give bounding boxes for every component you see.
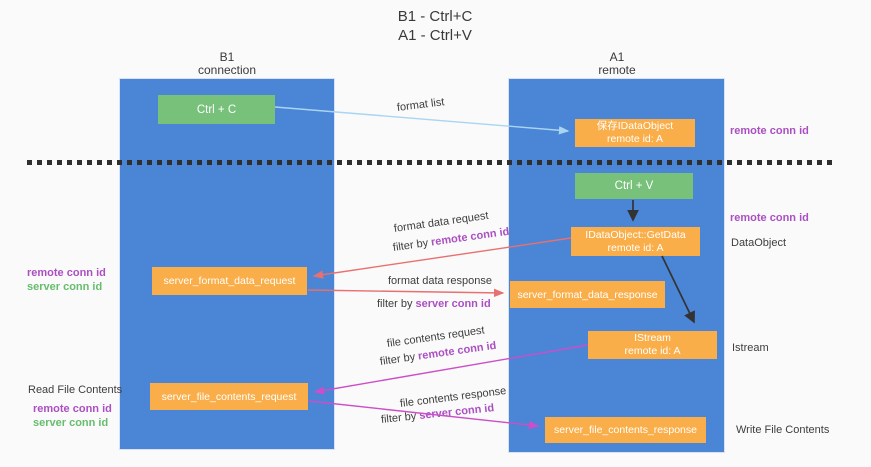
node-format-request-label: server_format_data_request (163, 275, 296, 287)
label-remote-conn-id-top: remote conn id (730, 125, 809, 137)
node-istream: IStream remote id: A (588, 331, 717, 359)
title-line-1: B1 - Ctrl+C (397, 8, 473, 25)
label-remote-conn-id-mid: remote conn id (730, 212, 809, 224)
label-format-list: format list (396, 96, 446, 114)
node-ctrl-v: Ctrl + V (575, 173, 693, 199)
lifeline-a1-subtitle: remote (598, 63, 636, 77)
node-getdata-line2: remote id: A (607, 241, 664, 254)
node-ctrl-c-label: Ctrl + C (196, 103, 237, 116)
node-save-idataobject: 保存IDataObject remote id: A (575, 119, 695, 147)
filter-by-text: filter by (377, 298, 416, 310)
label-remote-conn-id-format: remote conn id (27, 267, 106, 279)
filter-key-server-conn-id: server conn id (415, 298, 491, 310)
lifeline-header-a1: A1 remote (557, 51, 677, 77)
session-separator-line (27, 160, 833, 165)
label-filter-file-response: filter by server conn id (380, 402, 494, 426)
node-istream-line2: remote id: A (624, 345, 681, 357)
lifeline-b1-title: B1 (219, 50, 235, 64)
node-istream-line1: IStream (634, 332, 671, 344)
label-write-file-contents: Write File Contents (736, 424, 830, 436)
diagram-title: B1 - Ctrl+C A1 - Ctrl+V (335, 7, 535, 45)
node-server-file-contents-request: server_file_contents_request (150, 383, 308, 410)
filter-by-text: filter by (392, 236, 432, 254)
node-ctrl-c: Ctrl + C (158, 95, 275, 124)
label-filter-format-response: filter by server conn id (377, 298, 491, 310)
filter-key-remote-conn-id: remote conn id (430, 225, 511, 249)
label-read-file-contents: Read File Contents (28, 384, 123, 396)
node-format-response-label: server_format_data_response (517, 288, 658, 301)
node-file-response-label: server_file_contents_response (553, 424, 697, 436)
node-server-file-contents-response: server_file_contents_response (545, 417, 706, 443)
label-server-conn-id-format: server conn id (27, 281, 103, 293)
format-data-response-arrow (307, 288, 505, 298)
filter-by-text: filter by (379, 350, 419, 368)
label-dataobject: DataObject (731, 237, 787, 249)
node-save-idataobject-line2: remote id: A (606, 133, 664, 145)
label-remote-conn-id-file: remote conn id (33, 403, 112, 415)
label-format-data-response: format data response (388, 275, 492, 287)
title-line-2: A1 - Ctrl+V (398, 27, 472, 44)
node-save-idataobject-line1: 保存IDataObject (596, 120, 674, 132)
node-ctrl-v-label: Ctrl + V (614, 180, 654, 192)
lifeline-a1-title: A1 (609, 50, 625, 64)
node-idataobject-getdata: IDataObject::GetData remote id: A (571, 227, 700, 256)
node-server-format-data-request: server_format_data_request (152, 267, 307, 295)
label-server-conn-id-file: server conn id (33, 417, 109, 429)
lifeline-b1-subtitle: connection (197, 63, 257, 77)
filter-by-text: filter by (380, 410, 420, 426)
lifeline-header-b1: B1 connection (167, 51, 287, 77)
label-istream: Istream (732, 342, 769, 354)
node-server-format-data-response: server_format_data_response (510, 281, 665, 308)
node-file-request-label: server_file_contents_request (161, 390, 297, 403)
node-getdata-line1: IDataObject::GetData (585, 228, 686, 241)
